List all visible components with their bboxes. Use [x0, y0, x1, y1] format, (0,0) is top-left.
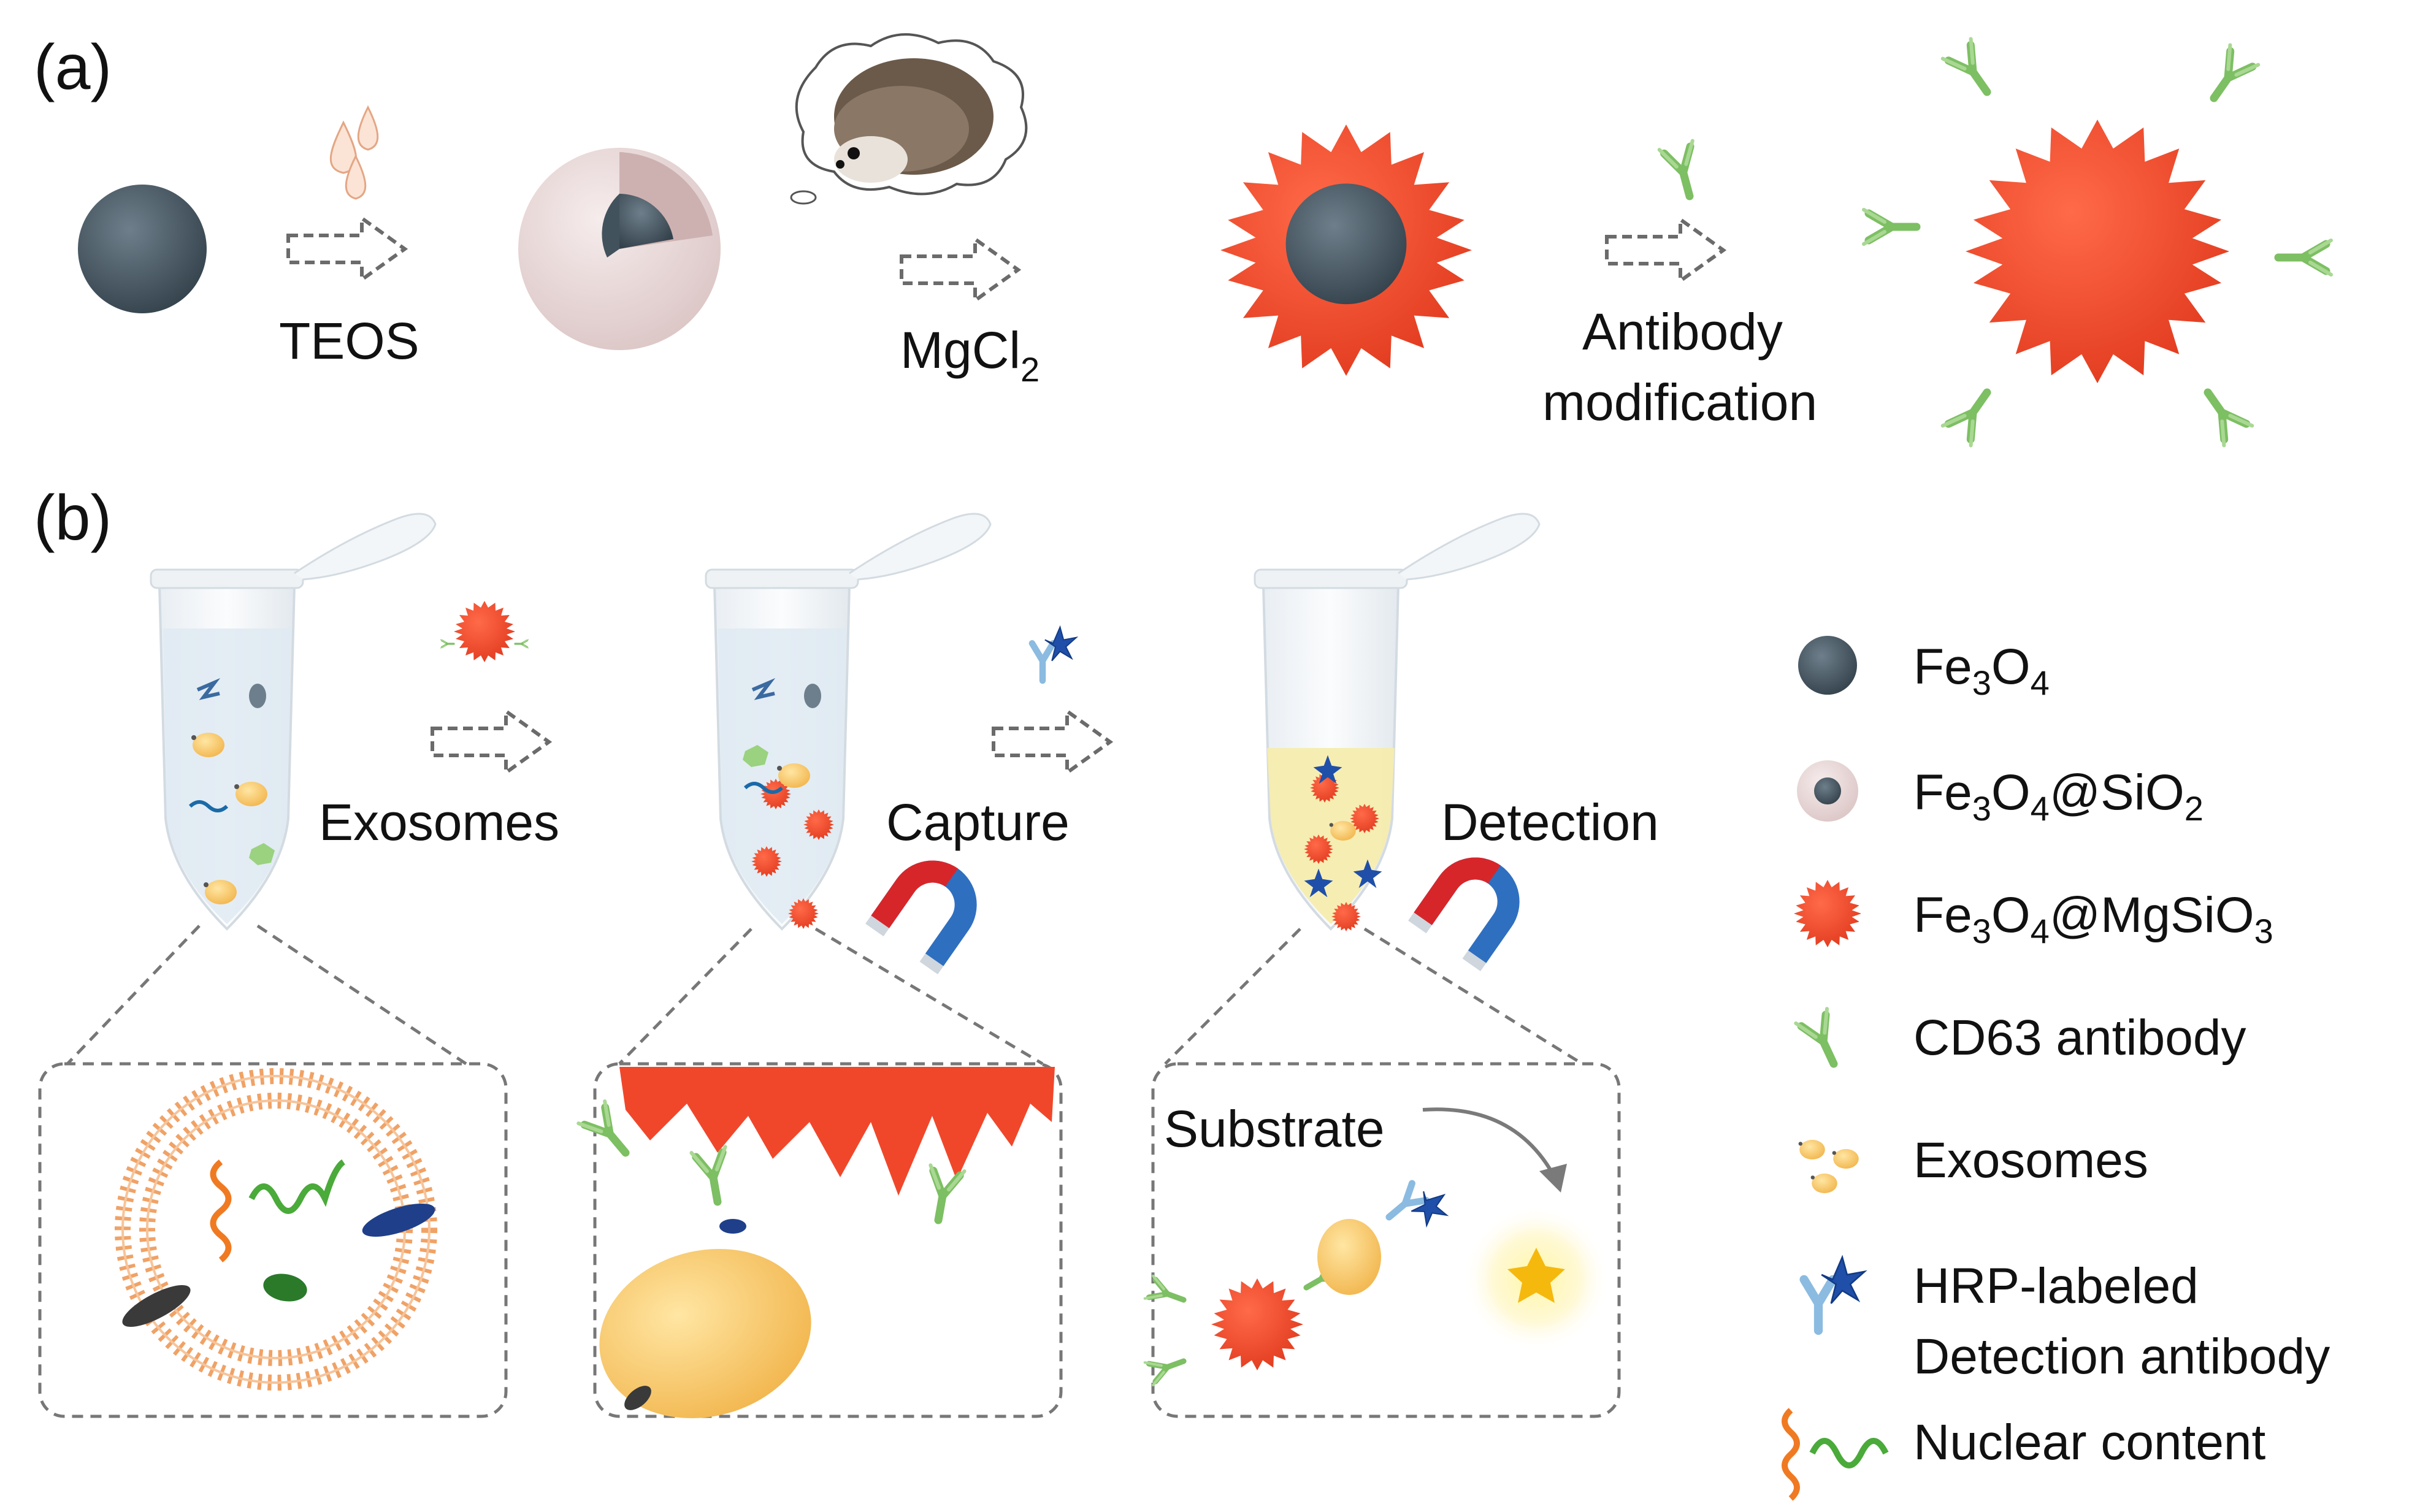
step-label-teos: TEOS	[279, 312, 419, 370]
legend-fe3o4-mgsio3-icon	[1794, 880, 1861, 947]
legend-cd63-antibody-icon	[1796, 1009, 1849, 1071]
step-label-mgcl2: MgCl2	[900, 321, 1040, 389]
arrow-capture-icon	[994, 711, 1110, 773]
step-label-exosomes: Exosomes	[319, 793, 559, 851]
legend: Fe3O4 Fe3O4@SiO2 Fe3O4@MgSiO3 CD63 antib…	[1782, 636, 2330, 1501]
substrate-arrow-icon	[1422, 1107, 1557, 1178]
legend-fe3o4-label: Fe3O4	[1913, 639, 2050, 702]
zoom-box-capture	[593, 1062, 1063, 1418]
legend-fe3o4-sio2-icon	[1797, 760, 1858, 822]
detection-detail	[1145, 1172, 1610, 1385]
arrow-mgcl2-icon	[902, 239, 1018, 300]
detection-antibody-small-icon	[1032, 627, 1076, 681]
arrow-antibody-icon	[1607, 220, 1723, 281]
substrate-arrowhead-icon	[1539, 1164, 1567, 1193]
antibody-icon	[1660, 141, 1706, 201]
legend-fe3o4-sio2-label: Fe3O4@SiO2	[1913, 765, 2204, 828]
capture-particle-icon	[439, 601, 530, 662]
zoom-box-detection	[1151, 1062, 1621, 1418]
legend-nuclear-content-icon	[1782, 1408, 1889, 1501]
magnet-detection-icon	[1408, 840, 1537, 972]
legend-fe3o4-mgsio3-label: Fe3O4@MgSiO3	[1913, 887, 2273, 950]
step-label-antibody: Antibody	[1582, 303, 1783, 361]
legend-hrp-label-line1: HRP-labeled	[1913, 1258, 2199, 1314]
tube-exosomes	[150, 512, 437, 930]
exosome-membrane-detail	[115, 1068, 437, 1391]
zoom-box-exosome	[38, 1062, 508, 1418]
arrow-teos-icon	[288, 218, 405, 280]
fe3o4-sio2-particle	[518, 148, 721, 350]
legend-nuclear-content-label: Nuclear content	[1913, 1415, 2266, 1470]
zoom-lines	[66, 924, 1583, 1066]
hedgehog-thought-bubble	[790, 33, 1028, 205]
arrow-exosomes-icon	[432, 711, 549, 773]
teos-droplets-icon	[329, 105, 379, 200]
step-label-modification: modification	[1542, 373, 1817, 431]
panel-a-label: (a)	[34, 32, 112, 103]
step-label-detection: Detection	[1441, 793, 1659, 851]
antibody-modified-particle	[1864, 39, 2331, 445]
tube-capture	[705, 512, 992, 930]
legend-cd63-label: CD63 antibody	[1913, 1010, 2246, 1066]
legend-hrp-detection-antibody-icon	[1804, 1257, 1865, 1331]
fe3o4-core-particle	[78, 185, 207, 313]
capture-detail	[578, 1067, 1055, 1419]
legend-fe3o4-icon	[1798, 636, 1857, 695]
legend-hrp-label-line2: Detection antibody	[1913, 1329, 2330, 1384]
fe3o4-mgsio3-particle	[1220, 124, 1472, 376]
substrate-label: Substrate	[1164, 1100, 1385, 1158]
panel-b-label: (b)	[34, 483, 112, 554]
legend-exosomes-label: Exosomes	[1913, 1132, 2148, 1188]
step-label-capture: Capture	[886, 793, 1070, 851]
legend-exosomes-icon	[1798, 1140, 1859, 1193]
magnet-capture-icon	[865, 843, 994, 975]
tube-detection	[1254, 512, 1541, 931]
